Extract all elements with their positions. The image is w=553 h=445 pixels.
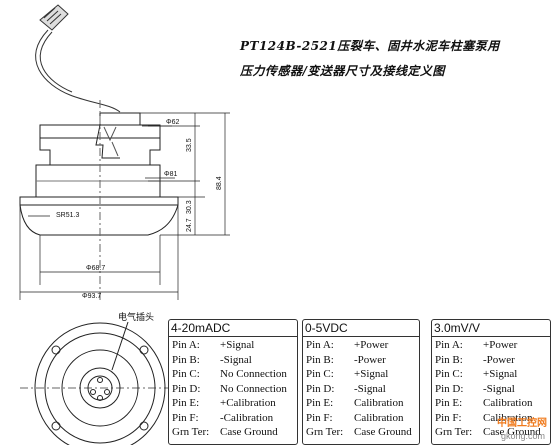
dim-dia68: Φ68.7 bbox=[86, 265, 105, 272]
sensor-body bbox=[19, 100, 179, 300]
dim-sr: SR51.3 bbox=[56, 212, 79, 219]
pin-description: -Signal bbox=[483, 382, 515, 395]
pin-description: Calibration bbox=[483, 397, 533, 409]
pin-label: Pin A: bbox=[172, 339, 200, 351]
table-header: 4-20mADC bbox=[169, 320, 297, 337]
pin-label: Pin A: bbox=[306, 339, 334, 351]
watermark-url: gkong.com bbox=[500, 431, 545, 441]
pin-description: -Signal bbox=[354, 382, 386, 395]
pin-description: -Power bbox=[483, 353, 515, 366]
pin-description: -Calibration bbox=[220, 411, 274, 424]
dim-dia93: Φ93.7 bbox=[82, 293, 101, 300]
pin-description: +Power bbox=[483, 339, 518, 351]
bottom-view bbox=[20, 321, 178, 445]
pin-description: -Power bbox=[354, 353, 386, 366]
pin-label: Pin C: bbox=[435, 368, 463, 380]
pin-description: No Connection bbox=[220, 368, 287, 380]
cable-icon bbox=[35, 4, 121, 113]
pin-description: +Power bbox=[354, 339, 389, 351]
pin-description: +Calibration bbox=[220, 397, 276, 409]
pin-description: +Signal bbox=[220, 339, 255, 351]
drawing-title-line1: PT124B-2521压裂车、固井水泥车柱塞泵用 bbox=[240, 39, 500, 53]
pin-description: Case Ground bbox=[220, 426, 278, 438]
pin-description: Calibration bbox=[354, 397, 404, 409]
dim-dia62: Φ62 bbox=[166, 119, 179, 126]
dim-dia81: Φ81 bbox=[164, 171, 177, 178]
table-header: 3.0mV/V bbox=[432, 320, 550, 337]
pin-label: Grn Ter: bbox=[435, 426, 473, 438]
pin-description: +Signal bbox=[354, 368, 389, 380]
pin-label: Pin D: bbox=[172, 382, 201, 395]
pin-label: Pin B: bbox=[435, 353, 463, 366]
pin-label: Pin C: bbox=[306, 368, 334, 380]
pin-label: Pin D: bbox=[435, 382, 464, 395]
pin-label: Pin E: bbox=[172, 397, 200, 409]
pin-description: Case Ground bbox=[483, 426, 541, 438]
pin-label: Pin A: bbox=[435, 339, 463, 351]
dim-h33: 33.5 bbox=[186, 138, 193, 152]
pin-label: Pin D: bbox=[306, 382, 335, 395]
pin-description: Case Ground bbox=[354, 426, 412, 438]
pin-description: No Connection bbox=[220, 382, 287, 395]
pin-label: Pin E: bbox=[306, 397, 334, 409]
drawing-title-line2: 压力传感器/变送器尺寸及接线定义图 bbox=[240, 64, 445, 78]
watermark-logo: 中国工控网 bbox=[497, 418, 547, 429]
dim-h30: 30.3 bbox=[186, 200, 193, 214]
pin-label: Pin B: bbox=[306, 353, 334, 366]
pin-label: Pin B: bbox=[172, 353, 200, 366]
pin-label: Pin E: bbox=[435, 397, 463, 409]
pin-label: Pin F: bbox=[435, 411, 462, 424]
pin-label: Pin C: bbox=[172, 368, 200, 380]
pin-label: Grn Ter: bbox=[306, 426, 344, 438]
pin-label: Pin F: bbox=[172, 411, 199, 424]
pin-description: Calibration bbox=[354, 411, 404, 424]
pin-description: -Signal bbox=[220, 353, 252, 366]
pin-description: Calibration bbox=[483, 411, 533, 424]
pin-label: Grn Ter: bbox=[172, 426, 210, 438]
dim-h88: 88.4 bbox=[216, 176, 223, 190]
connector-label: 电气插头 bbox=[118, 311, 154, 323]
dim-h24: 24.7 bbox=[186, 218, 193, 232]
pin-label: Pin F: bbox=[306, 411, 333, 424]
pin-description: +Signal bbox=[483, 368, 518, 380]
table-header: 0-5VDC bbox=[303, 320, 419, 337]
